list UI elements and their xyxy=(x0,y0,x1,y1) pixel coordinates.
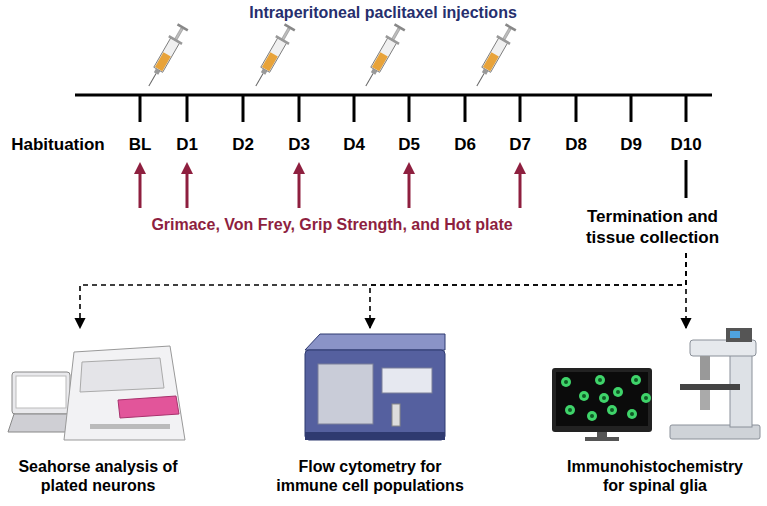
syringe xyxy=(142,23,518,90)
day-label: BL xyxy=(129,135,152,155)
node-text: Flow cytometry for immune cell populatio… xyxy=(270,457,470,495)
seahorse-analyzer xyxy=(8,346,185,440)
day-label: D6 xyxy=(454,135,476,155)
phase-label: Habituation xyxy=(11,135,105,155)
day-label: D4 xyxy=(343,135,365,155)
node-text: Seahorse analysis of plated neurons xyxy=(3,457,193,495)
node-text: Termination and tissue collection xyxy=(565,207,740,248)
method-panel: Seahorse analysis of plated neurons xyxy=(3,328,193,495)
day-label: D1 xyxy=(176,135,198,155)
day-label: D5 xyxy=(398,135,420,155)
cell-image xyxy=(561,375,651,421)
method-panel: Immunohistochemistry for spinal glia xyxy=(555,328,755,495)
day-label: D10 xyxy=(670,135,701,155)
day-label: D8 xyxy=(565,135,587,155)
dashed-arrow xyxy=(685,253,687,328)
dashed-arrow xyxy=(370,253,686,328)
flow-cytometer xyxy=(305,334,445,440)
day-label: D2 xyxy=(232,135,254,155)
step-box: Termination and tissue collection xyxy=(565,204,740,251)
test-label: Grimace, Von Frey, Grip Strength, and Ho… xyxy=(151,215,512,234)
timeline xyxy=(75,95,712,198)
microscope xyxy=(552,328,760,441)
annotation-title: Intraperitoneal paclitaxel injections xyxy=(249,3,517,22)
test-arrow xyxy=(140,168,520,208)
day-label: D7 xyxy=(509,135,531,155)
node-text: Immunohistochemistry for spinal glia xyxy=(555,457,755,495)
dashed-arrow xyxy=(80,253,686,328)
day-label: D3 xyxy=(288,135,310,155)
day-label: D9 xyxy=(620,135,642,155)
method-panel: Flow cytometry for immune cell populatio… xyxy=(270,328,470,495)
